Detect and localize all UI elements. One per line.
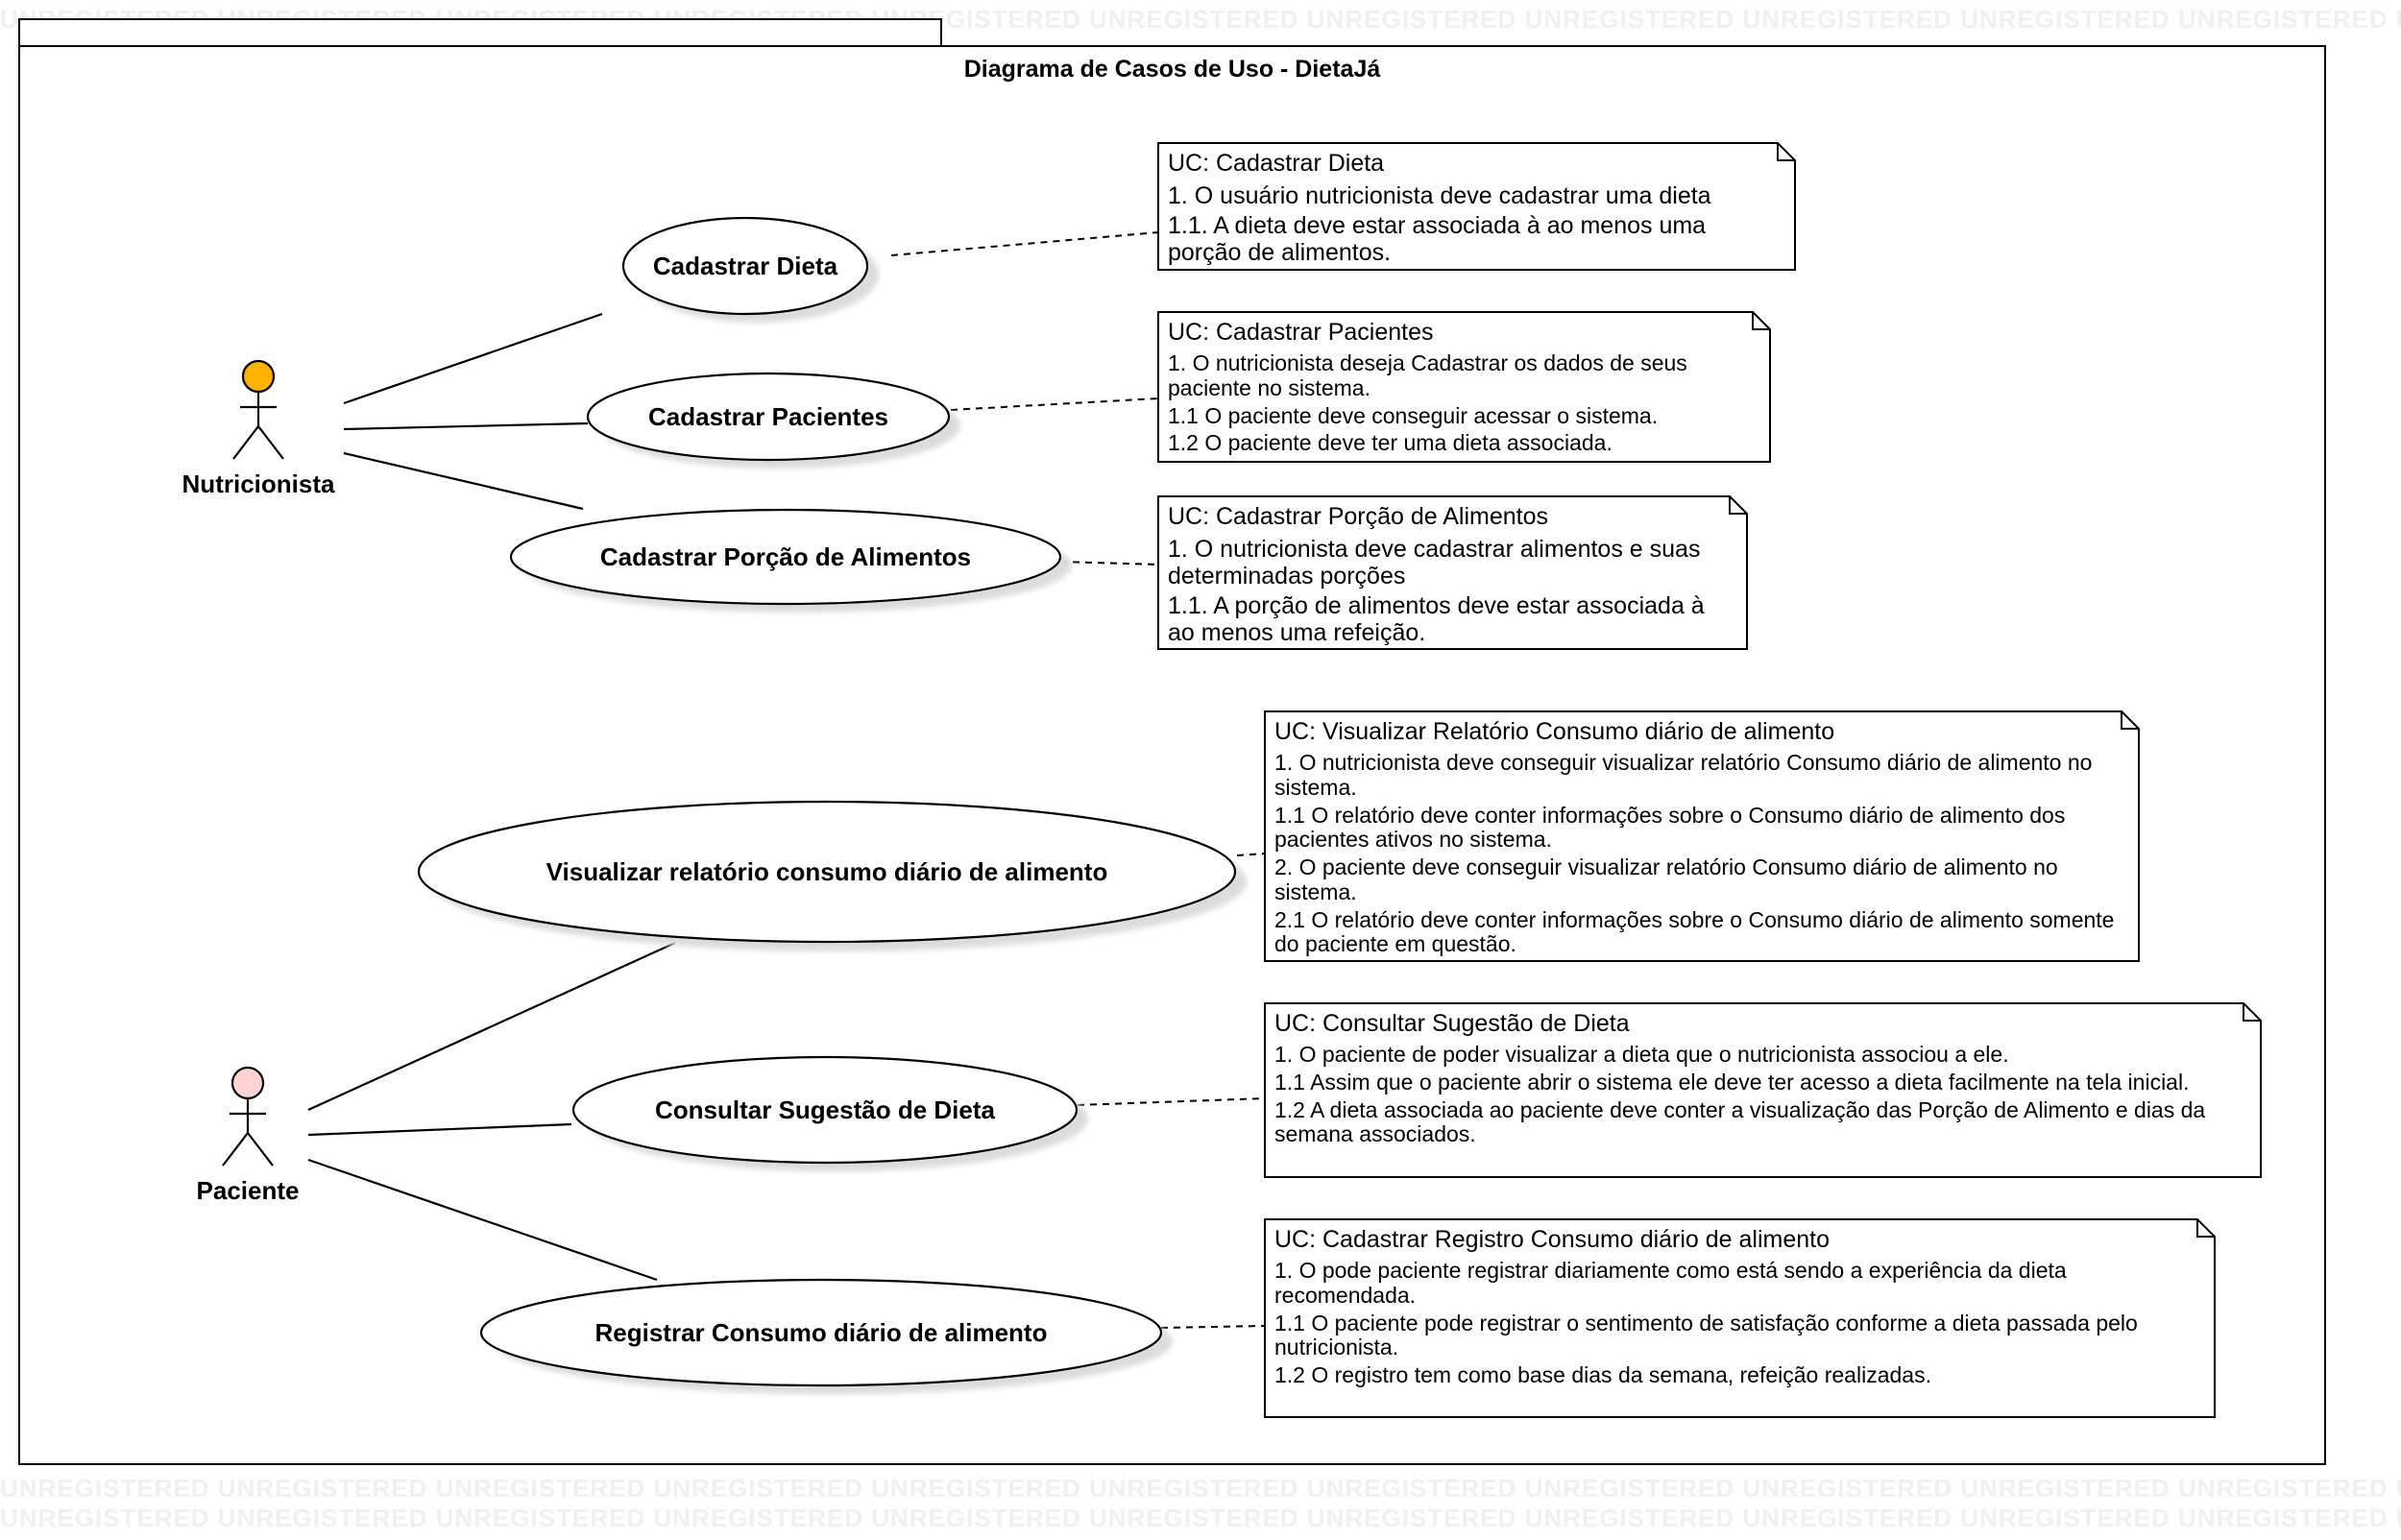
- note-registrar-consumo: UC: Cadastrar Registro Consumo diário de…: [1265, 1219, 2192, 1417]
- use-case-label: Visualizar relatório consumo diário de a…: [546, 856, 1108, 886]
- note-connector[interactable]: [890, 231, 1159, 256]
- use-case-label: Cadastrar Dieta: [652, 251, 838, 280]
- use-case-cadastrar-pacientes[interactable]: [586, 372, 951, 462]
- note-shape[interactable]: [1157, 495, 1748, 650]
- note-title: UC: Cadastrar Dieta: [1168, 150, 1385, 177]
- association-line[interactable]: [307, 1158, 658, 1282]
- association-line[interactable]: [343, 312, 603, 405]
- note-line: 1. O nutricionista deve cadastrar alimen…: [1168, 536, 1701, 590]
- association-line[interactable]: [307, 1122, 572, 1137]
- note-cadastrar-dieta: UC: Cadastrar Dieta 1. O usuário nutrici…: [1158, 143, 1778, 270]
- association-line[interactable]: [343, 451, 584, 511]
- note-shape[interactable]: [1157, 142, 1796, 271]
- actor-paciente-label: Paciente: [196, 1176, 300, 1205]
- actor-nutricionista-icon[interactable]: [232, 359, 284, 460]
- note-shape[interactable]: [1264, 1218, 2216, 1418]
- use-case-label: Cadastrar Pacientes: [647, 401, 889, 431]
- use-case-consultar-sugestao[interactable]: [571, 1055, 1079, 1165]
- note-connector[interactable]: [1077, 1097, 1266, 1106]
- watermark-row: UNREGISTERED UNREGISTERED UNREGISTERED U…: [0, 1504, 2401, 1532]
- note-line: 2.1 O relatório deve conter informações …: [1274, 906, 2115, 957]
- use-case-visualizar-relatorio[interactable]: [417, 800, 1237, 944]
- note-title: UC: Consultar Sugestão de Dieta: [1274, 1010, 1630, 1037]
- actor-paciente-icon[interactable]: [222, 1066, 274, 1167]
- diagram-title: Diagrama de Casos de Uso - DietaJá: [963, 56, 1381, 83]
- note-line: 1.2 A dieta associada ao paciente deve c…: [1274, 1096, 2206, 1147]
- note-line: 1. O paciente de poder visualizar a diet…: [1274, 1042, 2009, 1067]
- note-shape[interactable]: [1264, 1002, 2262, 1178]
- association-line[interactable]: [343, 421, 589, 431]
- note-line: 1.1. A porção de alimentos deve estar as…: [1168, 592, 1705, 646]
- note-line: 1. O nutricionista deseja Cadastrar os d…: [1168, 350, 1687, 400]
- actor-nutricionista-label: Nutricionista: [182, 469, 335, 498]
- note-title: UC: Cadastrar Pacientes: [1168, 319, 1434, 346]
- note-line: 1.1 O paciente deve conseguir acessar o …: [1168, 402, 1659, 428]
- note-consultar-sugestao: UC: Consultar Sugestão de Dieta 1. O pac…: [1265, 1003, 2254, 1177]
- note-line: 1.1 O relatório deve conter informações …: [1274, 802, 2066, 853]
- use-case-label: Consultar Sugestão de Dieta: [655, 1095, 995, 1124]
- note-connector[interactable]: [950, 397, 1159, 411]
- note-connector[interactable]: [1059, 561, 1159, 565]
- note-line: 1. O pode paciente registrar diariamente…: [1274, 1258, 2067, 1308]
- note-line: 1.1. A dieta deve estar associada à ao m…: [1168, 212, 1707, 266]
- note-line: 1.2 O registro tem como base dias da sem…: [1274, 1362, 1931, 1387]
- association-line[interactable]: [307, 941, 676, 1112]
- note-connector[interactable]: [1236, 853, 1266, 856]
- note-line: 1.2 O paciente deve ter uma dieta associ…: [1168, 430, 1613, 456]
- use-case-cadastrar-dieta[interactable]: [621, 216, 869, 316]
- note-line: 1. O nutricionista deve conseguir visual…: [1274, 750, 2093, 800]
- actor-head: [230, 1066, 265, 1100]
- note-line: 1.1 O paciente pode registrar o sentimen…: [1274, 1310, 2138, 1360]
- use-case-registrar-consumo[interactable]: [479, 1278, 1163, 1387]
- watermark-row: UNREGISTERED UNREGISTERED UNREGISTERED U…: [0, 1474, 2401, 1503]
- use-case-cadastrar-porcao[interactable]: [509, 508, 1062, 606]
- note-cadastrar-pacientes: UC: Cadastrar Pacientes 1. O nutricionis…: [1158, 312, 1754, 462]
- note-shape[interactable]: [1264, 710, 2140, 962]
- note-line: 1.1 Assim que o paciente abrir o sistema…: [1274, 1069, 2190, 1095]
- note-shape[interactable]: [1157, 311, 1771, 463]
- note-title: UC: Cadastrar Registro Consumo diário de…: [1274, 1226, 1831, 1253]
- note-title: UC: Visualizar Relatório Consumo diário …: [1274, 718, 1835, 745]
- note-line: 2. O paciente deve conseguir visualizar …: [1274, 854, 2058, 904]
- note-title: UC: Cadastrar Porção de Alimentos: [1168, 503, 1549, 530]
- note-visualizar-relatorio: UC: Visualizar Relatório Consumo diário …: [1265, 711, 2129, 961]
- frame-tab: [18, 18, 942, 47]
- use-case-label: Cadastrar Porção de Alimentos: [599, 541, 972, 571]
- note-cadastrar-porcao: UC: Cadastrar Porção de Alimentos 1. O n…: [1158, 496, 1734, 649]
- note-connector[interactable]: [1160, 1325, 1266, 1329]
- use-case-label: Registrar Consumo diário de alimento: [594, 1317, 1048, 1347]
- note-line: 1. O usuário nutricionista deve cadastra…: [1168, 182, 1711, 209]
- actor-head: [241, 359, 276, 394]
